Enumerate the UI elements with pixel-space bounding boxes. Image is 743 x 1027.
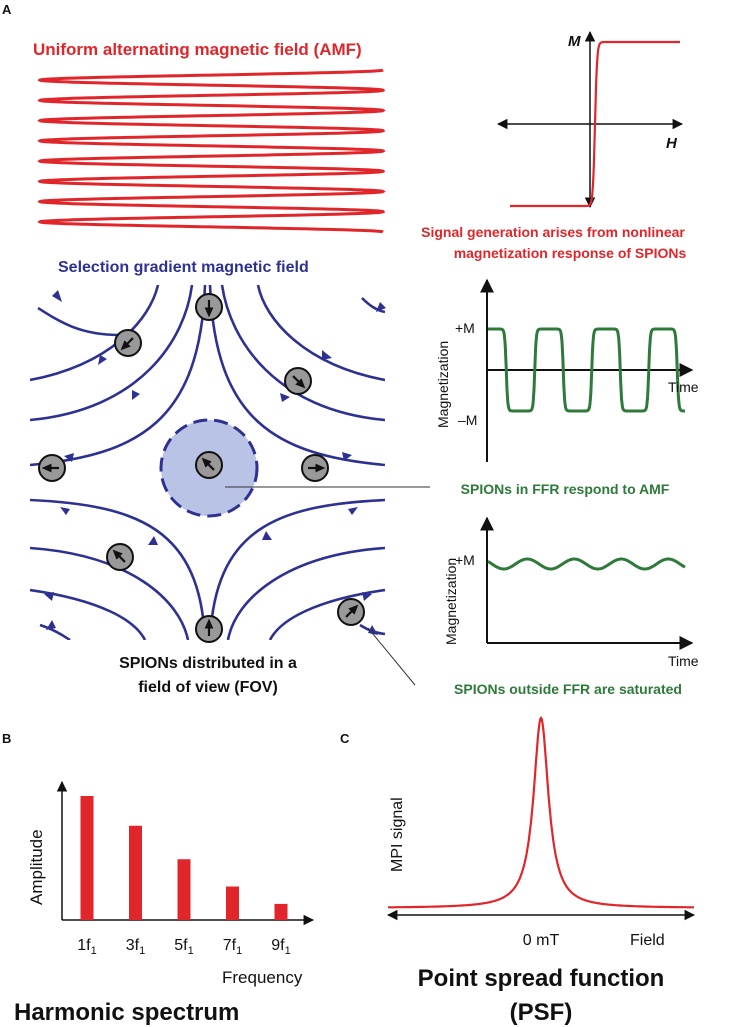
- ffr-minus-m: –M: [458, 412, 477, 428]
- gradient-title: Selection gradient magnetic field: [58, 259, 309, 276]
- field-arrow: [348, 507, 358, 515]
- ffr-plus-m: +M: [455, 320, 475, 336]
- spion-particle: [301, 454, 329, 482]
- spion-particle: [195, 293, 223, 321]
- field-arrow: [98, 355, 107, 365]
- psf-chart: MPI signal 0 mT Field: [386, 715, 696, 949]
- mh-curve-plot: M H: [496, 30, 684, 209]
- spectrum-title: Harmonic spectrum: [14, 999, 239, 1026]
- harmonic-bar: [129, 825, 142, 920]
- harmonic-tick-label: 5f1: [174, 937, 193, 957]
- psf-title-line2: (PSF): [510, 999, 573, 1026]
- harmonic-tick-label: 3f1: [126, 937, 145, 957]
- spion-particle: [195, 451, 223, 479]
- field-arrow: [46, 620, 56, 630]
- field-line: [256, 285, 385, 382]
- spectrum-ylabel: Amplitude: [27, 829, 46, 905]
- field-arrow: [64, 453, 74, 462]
- saturated-response-plot: +M Time Magnetization: [443, 516, 699, 669]
- field-line: [208, 498, 385, 640]
- spion-particle: [195, 615, 223, 643]
- spion-particles: [38, 293, 365, 643]
- field-arrow: [148, 536, 158, 545]
- sat-time-label: Time: [668, 653, 699, 669]
- harmonic-spectrum-chart: 1f1 3f1 5f1 7f1 9f1 Amplitude Frequency: [27, 780, 315, 987]
- fov-caption-line2: field of view (FOV): [138, 679, 278, 696]
- field-arrow: [342, 452, 352, 461]
- ffr-response-plot: +M –M Time Magnetization: [435, 278, 699, 462]
- harmonic-bar: [226, 886, 239, 920]
- harmonic-tick-label: 1f1: [77, 937, 96, 957]
- psf-center-tick: 0 mT: [523, 932, 560, 949]
- saturated-caption: SPIONs outside FFR are saturated: [454, 681, 682, 697]
- field-arrow: [262, 531, 272, 540]
- ffr-time-label: Time: [668, 379, 699, 395]
- m-axis-label: M: [568, 33, 581, 50]
- harmonic-bar: [274, 903, 288, 920]
- h-axis-label: H: [666, 135, 678, 152]
- harmonic-tick-label: 9f1: [271, 937, 290, 957]
- spion-particle: [38, 454, 66, 482]
- psf-xlabel: Field: [630, 932, 665, 949]
- magnetization-curve: [510, 40, 680, 208]
- field-line: [30, 588, 147, 640]
- spion-particle: [337, 598, 365, 626]
- field-line: [220, 285, 385, 422]
- ffr-magnetization-label: Magnetization: [435, 341, 451, 428]
- psf-title-line1: Point spread function: [418, 965, 665, 992]
- field-line: [226, 546, 385, 640]
- psf-curve: [388, 715, 694, 909]
- sat-plus-m: +M: [455, 552, 475, 568]
- field-direction-arrows: [44, 290, 386, 635]
- panel-a-label: A: [2, 2, 12, 17]
- field-line: [39, 623, 71, 640]
- field-line: [30, 546, 190, 640]
- field-line: [30, 498, 207, 640]
- sat-magnetization-label: Magnetization: [443, 558, 459, 645]
- field-line: [37, 306, 121, 337]
- field-arrow: [322, 350, 332, 360]
- fov-caption-line1: SPIONs distributed in a: [119, 655, 297, 672]
- amf-wave: [37, 68, 386, 234]
- field-line: [361, 297, 385, 314]
- field-arrow: [368, 625, 378, 635]
- field-line: [30, 285, 194, 422]
- field-arrow: [52, 290, 62, 302]
- signal-caption-line2: magnetization response of SPIONs: [454, 245, 687, 261]
- field-arrow: [132, 390, 140, 400]
- spion-particle: [106, 543, 134, 571]
- signal-caption-line1: Signal generation arises from nonlinear: [421, 224, 685, 240]
- amf-title: Uniform alternating magnetic field (AMF): [33, 40, 362, 59]
- harmonic-bar: [177, 859, 191, 920]
- field-arrow: [44, 592, 54, 601]
- ffr-caption: SPIONs in FFR respond to AMF: [461, 481, 670, 497]
- harmonic-bar: [80, 796, 94, 920]
- field-arrow: [280, 393, 290, 402]
- field-arrow: [376, 302, 386, 312]
- panel-b-label: B: [2, 731, 11, 746]
- square-wave-response: [488, 327, 685, 413]
- spion-particle: [284, 367, 312, 395]
- field-arrow: [362, 592, 372, 601]
- spion-particle: [114, 329, 142, 357]
- psf-ylabel: MPI signal: [389, 797, 406, 872]
- harmonic-tick-label: 7f1: [223, 937, 242, 957]
- panel-c-label: C: [340, 731, 350, 746]
- saturated-wave: [487, 557, 686, 571]
- spectrum-xlabel: Frequency: [222, 968, 303, 987]
- field-arrow: [60, 507, 70, 515]
- saturated-leader-line: [367, 627, 416, 686]
